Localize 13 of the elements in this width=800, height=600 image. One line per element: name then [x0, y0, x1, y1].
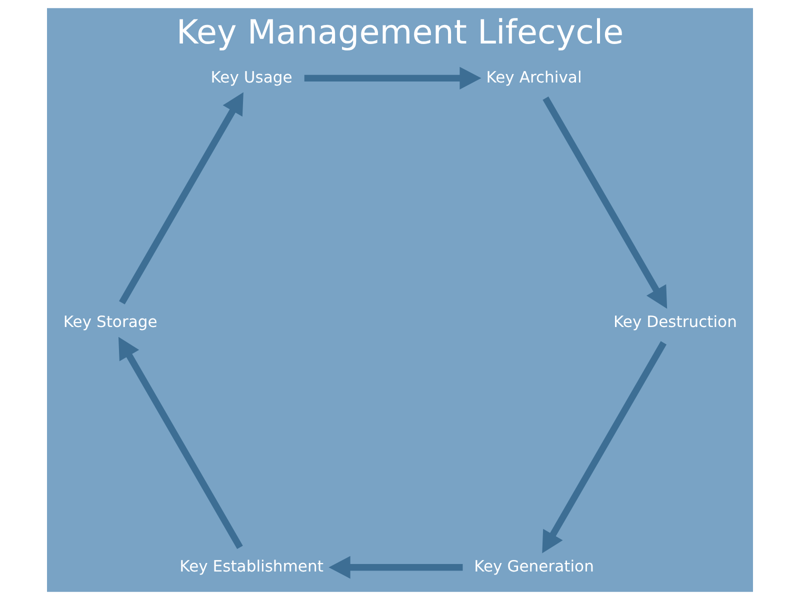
node-text: Key Archival	[486, 68, 582, 86]
arrow	[304, 66, 482, 90]
arrow	[119, 92, 244, 304]
node-text: Key Destruction	[614, 312, 737, 331]
arrow	[542, 96, 668, 309]
node-text: Key Generation	[474, 557, 594, 576]
arrow	[328, 556, 463, 579]
node-text: Key Usage	[210, 68, 292, 86]
node-text: Key Storage	[63, 312, 158, 331]
arrow	[118, 336, 243, 550]
arrow	[542, 341, 667, 554]
diagram-title: Key Management Lifecycle	[176, 12, 624, 52]
node-text: Key Establishment	[180, 557, 324, 576]
